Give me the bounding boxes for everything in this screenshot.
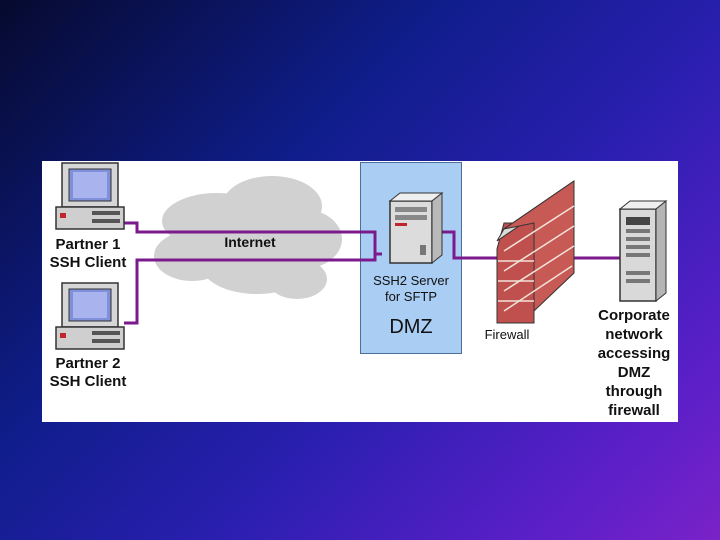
corporate-label-line3: accessing <box>597 345 671 362</box>
internet-label: Internet <box>224 234 276 250</box>
corporate-server-icon <box>618 199 668 303</box>
corporate-label-line6: firewall <box>608 402 660 419</box>
corporate-label-line4: DMZ <box>617 364 651 381</box>
corporate-label-line5: through <box>605 383 663 400</box>
firewall-label: Firewall <box>484 327 530 342</box>
server-icon <box>388 191 444 265</box>
server-label-line2: for SFTP <box>384 289 437 304</box>
diagram-graphics <box>55 162 668 350</box>
corporate-label-line1: Corporate <box>598 307 670 324</box>
dmz-label: DMZ <box>389 316 433 338</box>
partner1-label: Partner 1 SSH Client <box>42 236 134 272</box>
network-diagram-panel: Partner 1 SSH Client Partner 2 SSH Clien… <box>42 161 678 422</box>
partner2-label: Partner 2 SSH Client <box>42 355 134 391</box>
server-label: SSH2 Server for SFTP <box>360 273 462 305</box>
corporate-label: Corporate network accessing DMZ through … <box>590 306 678 420</box>
partner2-computer-icon <box>55 282 125 350</box>
internet-cloud <box>154 176 342 299</box>
partner2-label-line2: SSH Client <box>49 373 127 390</box>
partner1-label-line2: SSH Client <box>49 254 127 271</box>
connection-lines <box>124 221 620 325</box>
firewall-icon <box>496 180 575 324</box>
partner1-label-line1: Partner 1 <box>55 236 121 253</box>
server-label-line1: SSH2 Server <box>373 273 449 288</box>
partner2-label-line1: Partner 2 <box>55 355 121 372</box>
partner1-computer-icon <box>55 162 125 230</box>
corporate-label-line2: network <box>605 326 663 343</box>
